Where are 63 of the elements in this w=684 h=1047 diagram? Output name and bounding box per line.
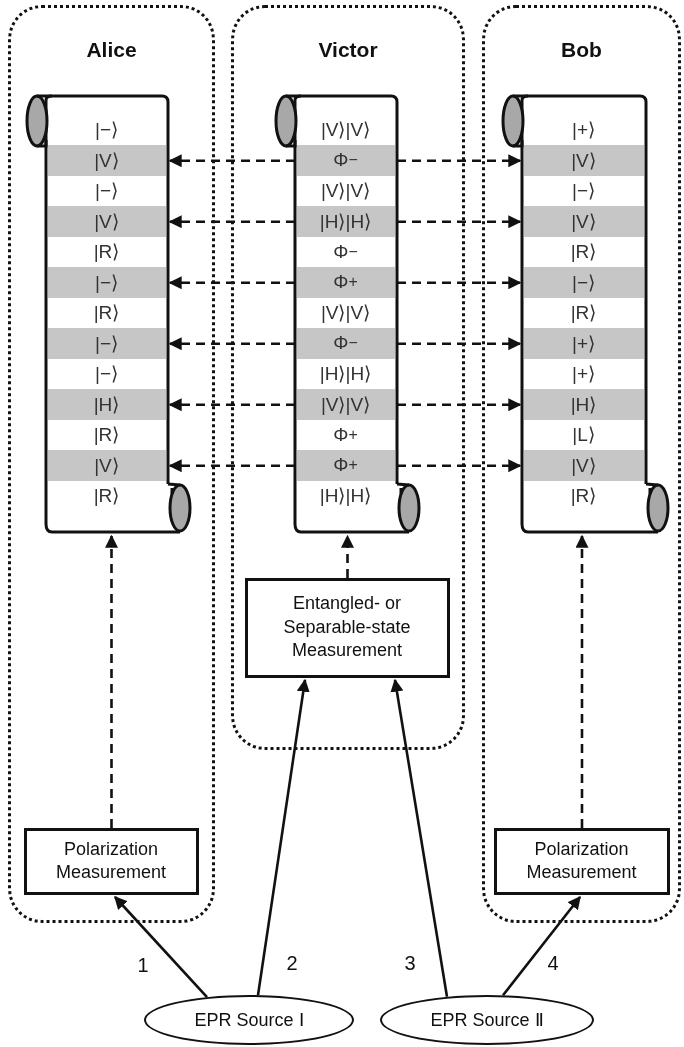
- dotted-frame: [8, 5, 215, 923]
- measurement-box: Polarization Measurement: [493, 827, 670, 895]
- dashed-arrow: [397, 154, 522, 168]
- dotted-frame: [482, 5, 681, 923]
- dotted-frame: [231, 5, 465, 750]
- state-row: |H⟩: [523, 389, 644, 420]
- group-title: Alice: [85, 38, 138, 62]
- dashed-arrow: [168, 398, 295, 412]
- state-row: |L⟩: [523, 419, 644, 450]
- state-row: |R⟩: [47, 297, 166, 328]
- state-row: |−⟩: [47, 114, 166, 145]
- state-row: |V⟩: [523, 206, 644, 237]
- state-row: |H⟩|H⟩: [296, 480, 395, 511]
- state-row: |V⟩|V⟩: [296, 389, 395, 420]
- state-row: |R⟩: [47, 236, 166, 267]
- state-row: |V⟩: [47, 206, 166, 237]
- state-row: |−⟩: [47, 358, 166, 389]
- state-row: |R⟩: [523, 297, 644, 328]
- state-row: |V⟩: [47, 145, 166, 176]
- dashed-arrow: [575, 534, 589, 828]
- dashed-arrow: [397, 337, 522, 351]
- dashed-arrow: [168, 337, 295, 351]
- group-title: Bob: [560, 38, 603, 62]
- measurement-box: Polarization Measurement: [23, 827, 199, 895]
- dashed-arrow: [397, 459, 522, 473]
- dashed-arrow: [397, 398, 522, 412]
- dashed-arrow: [168, 459, 295, 473]
- state-row: |+⟩: [523, 114, 644, 145]
- source-ellipse: EPR Source Ⅱ: [380, 995, 594, 1045]
- state-row: |R⟩: [47, 419, 166, 450]
- state-row: |R⟩: [523, 236, 644, 267]
- dashed-arrow: [397, 215, 522, 229]
- dashed-arrow: [168, 154, 295, 168]
- state-row: |V⟩: [523, 450, 644, 481]
- state-row: |V⟩|V⟩: [296, 114, 395, 145]
- arrow: [390, 678, 449, 998]
- arrow: [114, 896, 208, 998]
- dashed-arrow: [168, 215, 295, 229]
- state-row: |−⟩: [47, 175, 166, 206]
- state-row: |H⟩: [47, 389, 166, 420]
- dashed-arrow: [105, 534, 118, 828]
- state-row: |V⟩: [523, 145, 644, 176]
- arrow: [256, 678, 310, 996]
- group-title: Victor: [317, 38, 379, 62]
- state-row: |V⟩: [47, 450, 166, 481]
- state-row: |+⟩: [523, 358, 644, 389]
- dashed-arrow: [397, 276, 522, 290]
- state-row: |−⟩: [523, 175, 644, 206]
- state-row: |−⟩: [47, 267, 166, 298]
- state-row: |V⟩|V⟩: [296, 297, 395, 328]
- dashed-arrow: [168, 276, 295, 290]
- state-row: |V⟩|V⟩: [296, 175, 395, 206]
- dashed-arrow: [341, 534, 354, 578]
- state-row: |H⟩|H⟩: [296, 206, 395, 237]
- measurement-box: Entangled- or Separable-state Measurement: [244, 577, 450, 678]
- state-row: |H⟩|H⟩: [296, 358, 395, 389]
- state-row: |+⟩: [523, 328, 644, 359]
- arrow: [501, 896, 582, 997]
- source-ellipse: EPR Source Ⅰ: [144, 995, 354, 1045]
- state-row: |−⟩: [523, 267, 644, 298]
- state-row: |R⟩: [523, 480, 644, 511]
- state-row: |R⟩: [47, 480, 166, 511]
- state-row: |−⟩: [47, 328, 166, 359]
